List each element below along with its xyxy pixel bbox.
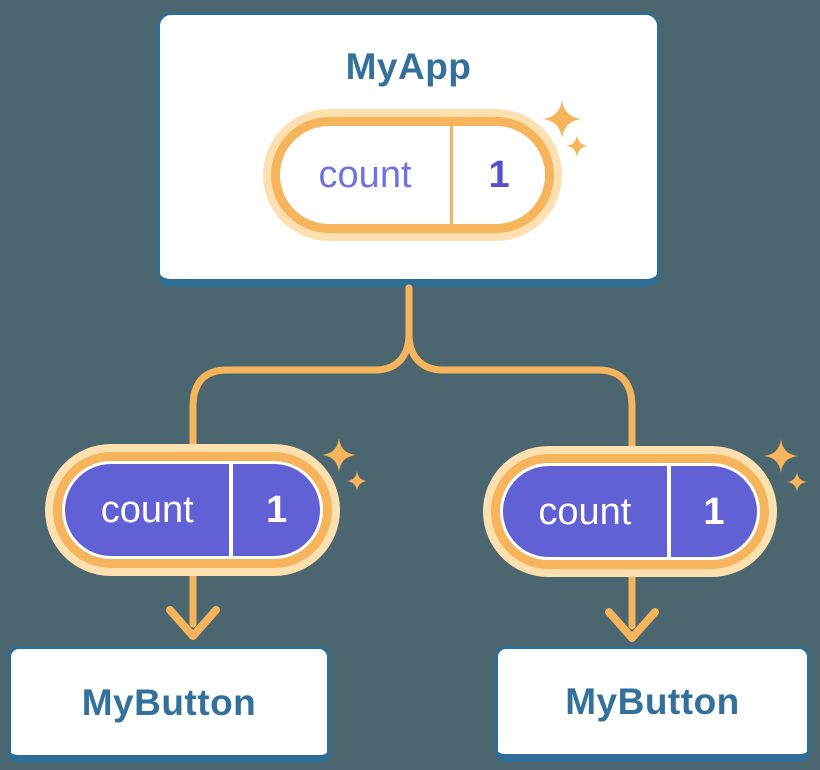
state-value: 1 — [488, 154, 510, 196]
state-name: count — [65, 464, 234, 556]
child-left-component-title: MyButton — [81, 681, 257, 723]
arrow-right-head-icon — [605, 608, 659, 642]
child-right-component-box: MyButton — [495, 646, 810, 762]
child-left-state-pill: count 1 — [45, 444, 340, 576]
state-name: count — [280, 126, 454, 224]
root-component-title: MyApp — [345, 46, 472, 87]
pill-core: count 1 — [503, 466, 757, 557]
arrow-left-head-icon — [166, 606, 220, 640]
pill-outline: count 1 — [62, 461, 323, 559]
child-left-component-box: MyButton — [8, 646, 330, 763]
pill-ring: count 1 — [53, 452, 332, 568]
pill-core: count 1 — [280, 126, 545, 224]
pill-outline: count 1 — [500, 463, 760, 560]
state-name: count — [503, 466, 671, 557]
child-right-component-title: MyButton — [565, 681, 740, 722]
connector-branch-right — [405, 284, 636, 450]
root-state-pill: count 1 — [263, 109, 562, 241]
pill-core: count 1 — [65, 464, 320, 556]
pill-ring: count 1 — [491, 454, 769, 569]
pill-ring: count 1 — [271, 117, 554, 233]
state-value: 1 — [266, 489, 288, 531]
state-value: 1 — [703, 490, 725, 533]
child-right-state-pill: count 1 — [483, 446, 777, 577]
connector-branch-left — [189, 284, 413, 450]
